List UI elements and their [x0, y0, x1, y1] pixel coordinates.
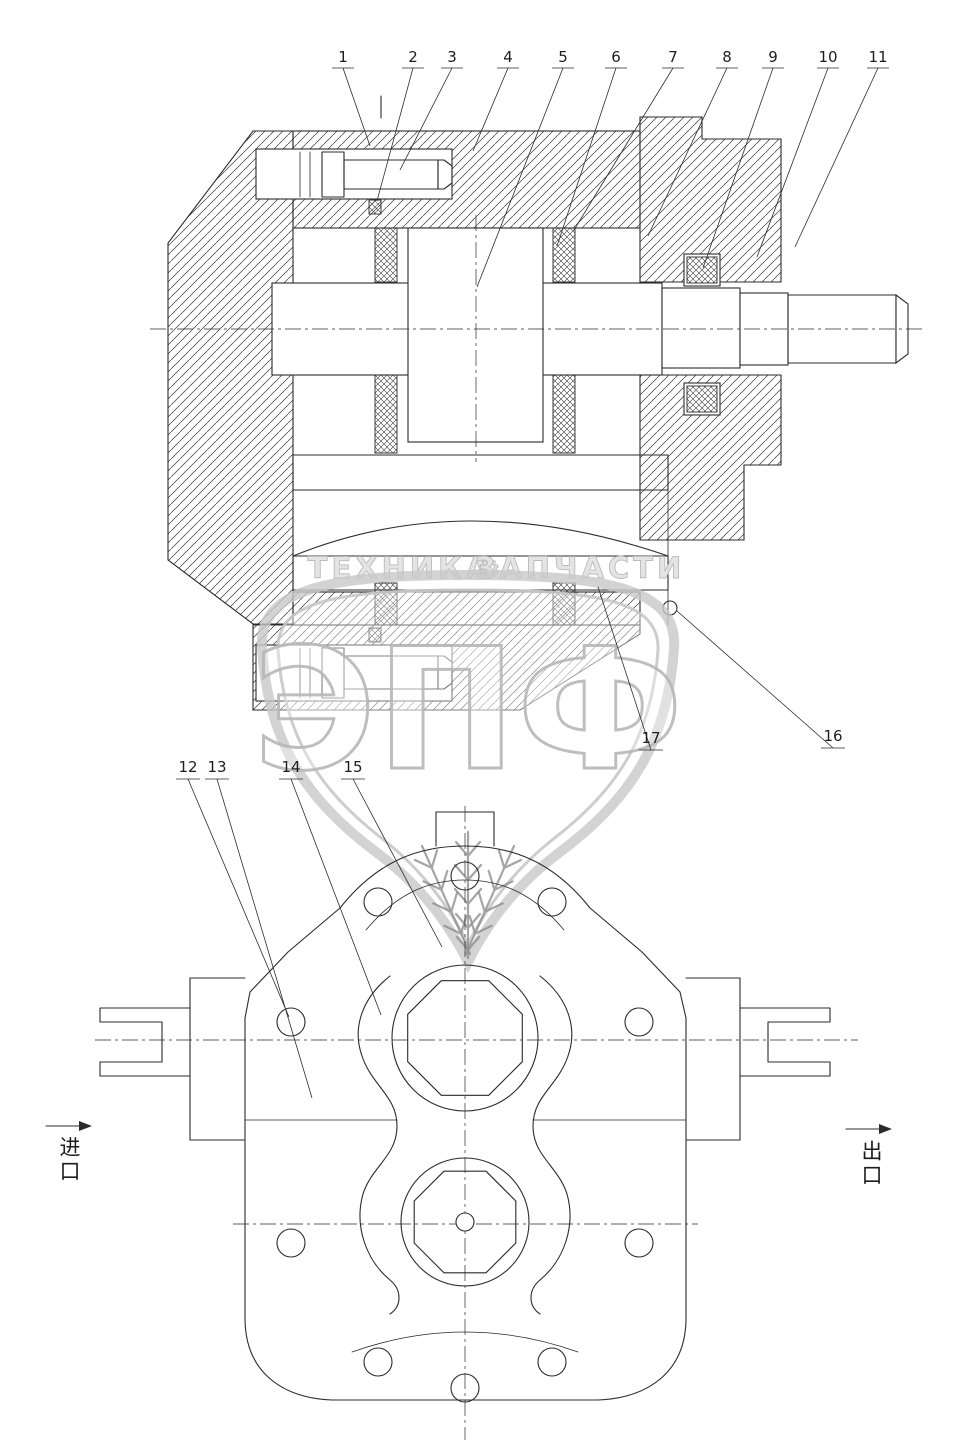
- pump-body-right-upper-section: [639, 116, 782, 283]
- inlet-label: 进口: [57, 1136, 81, 1184]
- callout-16: 16: [823, 727, 842, 745]
- callout-3: 3: [447, 48, 457, 66]
- callout-12: 12: [178, 758, 197, 776]
- callout-7: 7: [668, 48, 678, 66]
- inner-dome-line: [365, 879, 565, 931]
- bolt-holes: [276, 861, 654, 1403]
- callout-15: 15: [343, 758, 362, 776]
- inlet-flange: [99, 977, 246, 1141]
- outlet-flow-arrow: [845, 1124, 892, 1134]
- pump-body-outline: [244, 845, 687, 1401]
- callout-9: 9: [768, 48, 778, 66]
- bolt-hole: [276, 1007, 306, 1037]
- logo-shield-inner: [276, 588, 660, 948]
- logo-shield-outline: [256, 569, 680, 974]
- inlet-flow-arrow: [45, 1121, 92, 1131]
- top-tab: [435, 811, 495, 847]
- bolt-hole: [276, 1228, 306, 1258]
- bolt-hole: [537, 1347, 567, 1377]
- mounting-bolt-bottom: [299, 647, 453, 699]
- mounting-bolt-top: [299, 151, 453, 198]
- pump-body-right-lower-section: [639, 374, 782, 541]
- front-view: [45, 806, 892, 1440]
- shaft-seals: [683, 253, 721, 416]
- callout-11: 11: [868, 48, 887, 66]
- gear-hub-block: [407, 227, 544, 443]
- callout-8: 8: [722, 48, 732, 66]
- callout-17: 17: [641, 729, 660, 747]
- wheat-ears-icon: [414, 830, 522, 960]
- callouts: 1 2 3 4 5 6 7 8 9 10 11 12 13 14 15 16 1…: [176, 48, 889, 1099]
- outlet-label: 出口: [859, 1140, 883, 1188]
- logo-text: ЭПФ: [253, 612, 684, 808]
- bearing-plate-lower: [292, 454, 669, 491]
- bolt-hole: [450, 861, 480, 891]
- shaft-seal-lower: [686, 385, 718, 413]
- drive-gear: [391, 964, 539, 1112]
- watermark: ТЕХНИКА ⚙ ЗАПЧАСТИ ЭПФ: [251, 551, 685, 974]
- callout-6: 6: [611, 48, 621, 66]
- outlet-flange: [685, 977, 831, 1141]
- shaft-seal-upper: [686, 256, 718, 284]
- bolt-hole: [450, 1373, 480, 1403]
- callout-14: 14: [281, 758, 300, 776]
- callout-10: 10: [818, 48, 837, 66]
- chamber-curve-left: [357, 975, 400, 1315]
- bolt-pocket-bottom: [255, 644, 453, 702]
- chamber-curve-right: [530, 975, 573, 1315]
- callout-2: 2: [408, 48, 418, 66]
- locating-seal-top: [368, 199, 382, 215]
- watermark-logo: ЭПФ: [251, 569, 685, 974]
- bolt-hole: [624, 1007, 654, 1037]
- callout-13: 13: [207, 758, 226, 776]
- section-view: [150, 95, 925, 711]
- callout-5: 5: [558, 48, 568, 66]
- callout-1: 1: [338, 48, 348, 66]
- gear-center-hole: [455, 1212, 475, 1232]
- bolt-pocket-top: [255, 148, 453, 200]
- driven-gear: [400, 1157, 530, 1287]
- bolt-hole: [363, 887, 393, 917]
- pump-body-left-section: [167, 130, 294, 625]
- callout-4: 4: [503, 48, 513, 66]
- bolt-hole: [363, 1347, 393, 1377]
- bolt-hole: [537, 887, 567, 917]
- bolt-hole: [624, 1228, 654, 1258]
- locating-seal-bottom: [368, 627, 382, 643]
- driven-gear-profile: [292, 520, 669, 557]
- callout-leaders: [176, 67, 889, 1099]
- drive-shaft: [271, 227, 909, 443]
